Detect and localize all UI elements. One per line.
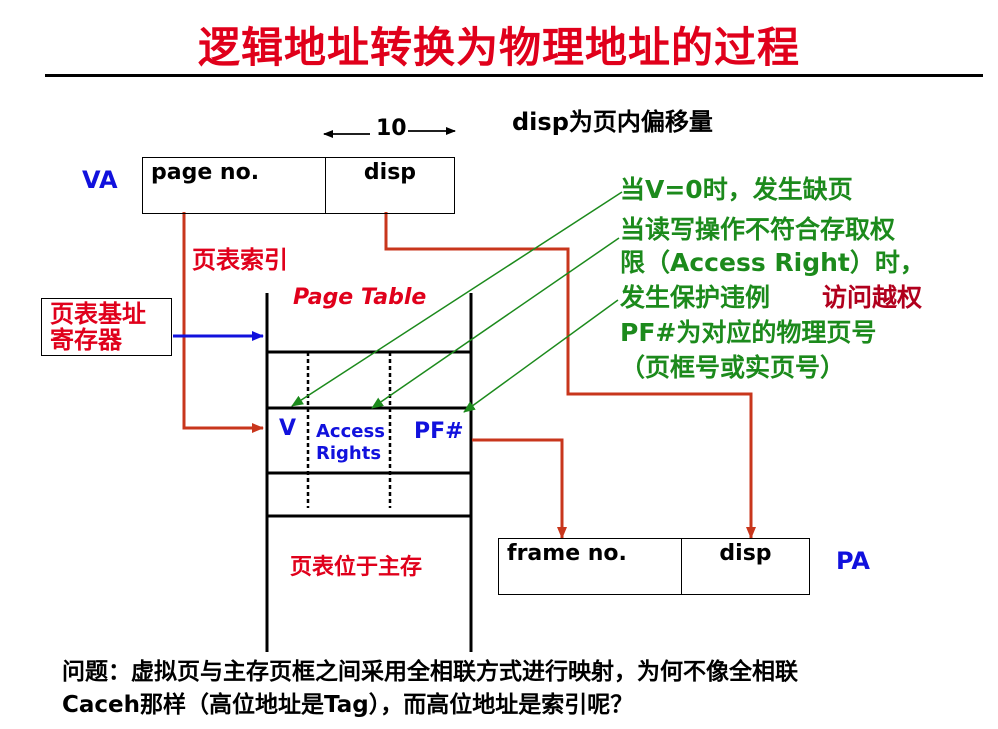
pa-frame-no-field: frame no.: [499, 539, 682, 594]
note-access-violation: 访问越权: [822, 283, 923, 312]
note-v-zero: 当V=0时，发生缺页: [620, 175, 853, 204]
note-pf-line1: PF#为对应的物理页号: [620, 318, 877, 347]
page-title: 逻辑地址转换为物理地址的过程: [197, 23, 800, 72]
base-register-line1: 页表基址: [50, 300, 146, 328]
disp-width-label: 10: [376, 116, 407, 141]
disp-note: disp为页内偏移量: [512, 108, 713, 136]
note-access-line3: 发生保护违例: [620, 283, 771, 312]
note-access-line1: 当读写操作不符合存取权: [620, 215, 896, 244]
page-entry-v: V: [279, 416, 297, 441]
page-entry-access-line2: Rights: [316, 443, 382, 464]
page-table-index-label: 页表索引: [192, 246, 288, 274]
frame-wire: [472, 438, 567, 539]
disp-wire: [384, 212, 756, 539]
page-entry-access-line1: Access: [316, 421, 385, 442]
va-disp-field: disp: [363, 160, 417, 185]
v-note-arrow: [291, 191, 623, 407]
page-table-title: Page Table: [293, 285, 427, 310]
va-label: VA: [82, 166, 118, 194]
question-line1: 问题：虚拟页与主存页框之间采用全相联方式进行映射，为何不像全相联: [62, 659, 798, 685]
note-access-line2: 限（Access Right）时，: [620, 248, 925, 277]
base-register-line2: 寄存器: [50, 326, 122, 354]
page-table-location: 页表位于主存: [290, 555, 423, 580]
note-pf-line2: （页框号或实页号）: [620, 353, 846, 382]
pa-disp-field: disp: [719, 541, 772, 566]
question-line2: Caceh那样（高位地址是Tag），而高位地址是索引呢？: [62, 692, 634, 718]
physical-address-register: frame no. disp: [498, 538, 810, 595]
page-index-wire: [182, 212, 264, 433]
pf-note-arrow: [463, 299, 619, 413]
title-divider: [45, 74, 983, 77]
access-note-arrow: [371, 237, 620, 409]
va-page-no-field: page no.: [143, 158, 326, 213]
page-table-base-register: 页表基址 寄存器: [41, 298, 172, 356]
virtual-address-register: page no. disp: [142, 157, 455, 214]
pa-label: PA: [836, 547, 870, 575]
page-entry-pf: PF#: [414, 419, 464, 444]
